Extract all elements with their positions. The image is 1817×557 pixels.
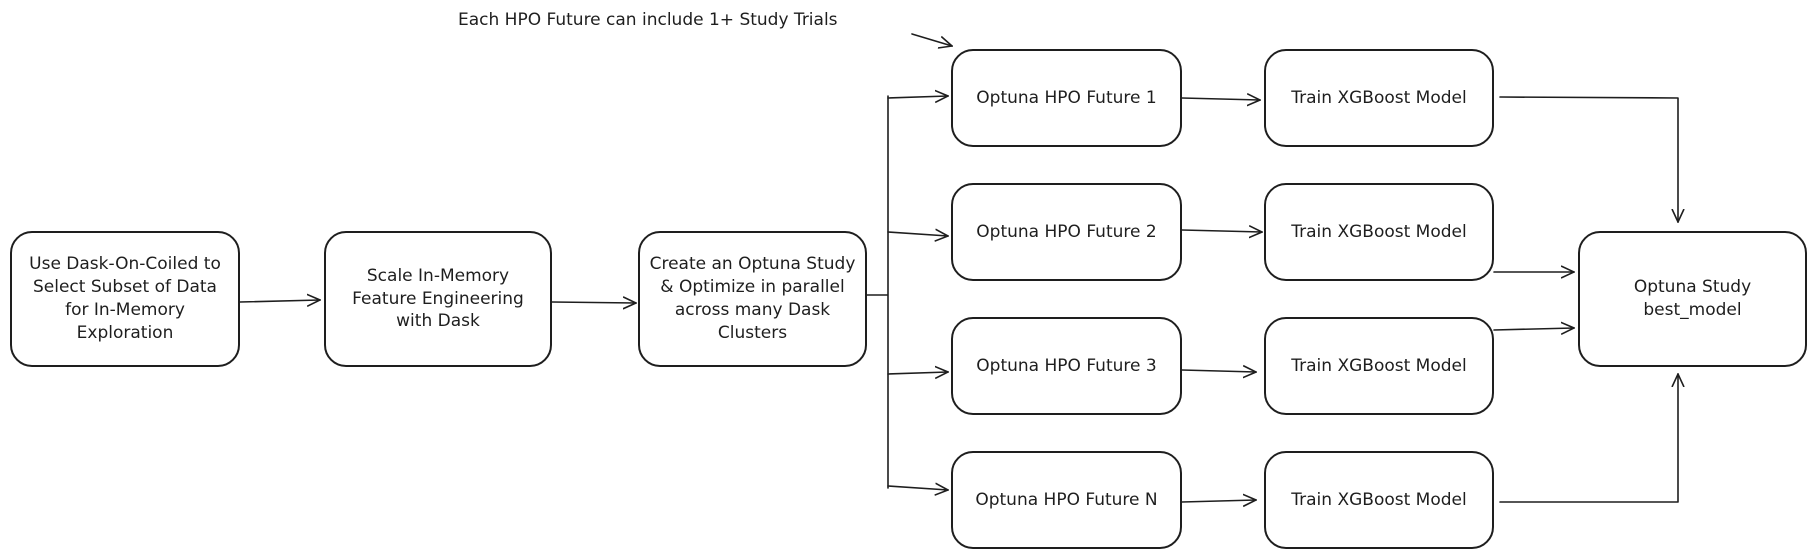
hpo-future-1-label: Optuna HPO Future 1 [976,87,1157,108]
arrow-branch-to-hpo-n [887,486,948,490]
arrow-hpo-n-to-train-n [1181,500,1256,502]
annotation-note: Each HPO Future can include 1+ Study Tri… [458,10,838,30]
select-subset-label: Use Dask-On-Coiled to Select Subset of D… [29,254,221,343]
arrow-scale-to-study [551,302,636,303]
create-study-label: Create an Optuna Study & Optimize in par… [649,254,856,343]
branch-trunk [866,95,889,489]
arrow-train-3-to-best [1493,328,1574,330]
best-model-label: Optuna Study best_model [1633,277,1752,320]
arrow-branch-to-hpo-3 [887,372,948,374]
arrow-train-1-to-best [1499,96,1678,222]
arrow-hpo-1-to-train-1 [1181,98,1260,100]
hpo-future-1-node: Optuna HPO Future 1 [951,49,1182,147]
hpo-future-2-label: Optuna HPO Future 2 [976,221,1157,242]
annotation-pointer [911,33,952,46]
train-model-n-label: Train XGBoost Model [1291,489,1467,510]
train-model-n-node: Train XGBoost Model [1264,451,1494,549]
arrow-branch-to-hpo-2 [887,232,948,236]
create-study-node: Create an Optuna Study & Optimize in par… [638,231,867,367]
arrow-hpo-2-to-train-2 [1181,230,1262,232]
train-model-2-node: Train XGBoost Model [1264,183,1494,281]
train-model-1-node: Train XGBoost Model [1264,49,1494,147]
best-model-node: Optuna Study best_model [1578,231,1807,367]
train-model-2-label: Train XGBoost Model [1291,221,1467,242]
arrow-branch-to-hpo-1 [887,96,948,98]
hpo-future-n-node: Optuna HPO Future N [951,451,1182,549]
train-model-1-label: Train XGBoost Model [1291,87,1467,108]
arrow-hpo-3-to-train-3 [1181,370,1256,372]
train-model-3-node: Train XGBoost Model [1264,317,1494,415]
scale-feature-engineering-node: Scale In-Memory Feature Engineering with… [324,231,552,367]
arrow-train-n-to-best [1499,374,1678,503]
select-subset-node: Use Dask-On-Coiled to Select Subset of D… [10,231,240,367]
hpo-future-3-node: Optuna HPO Future 3 [951,317,1182,415]
train-model-3-label: Train XGBoost Model [1291,355,1467,376]
scale-feature-engineering-label: Scale In-Memory Feature Engineering with… [352,265,524,332]
hpo-future-3-label: Optuna HPO Future 3 [976,355,1157,376]
arrow-select-to-scale [239,300,320,302]
hpo-future-n-label: Optuna HPO Future N [975,489,1158,510]
hpo-future-2-node: Optuna HPO Future 2 [951,183,1182,281]
